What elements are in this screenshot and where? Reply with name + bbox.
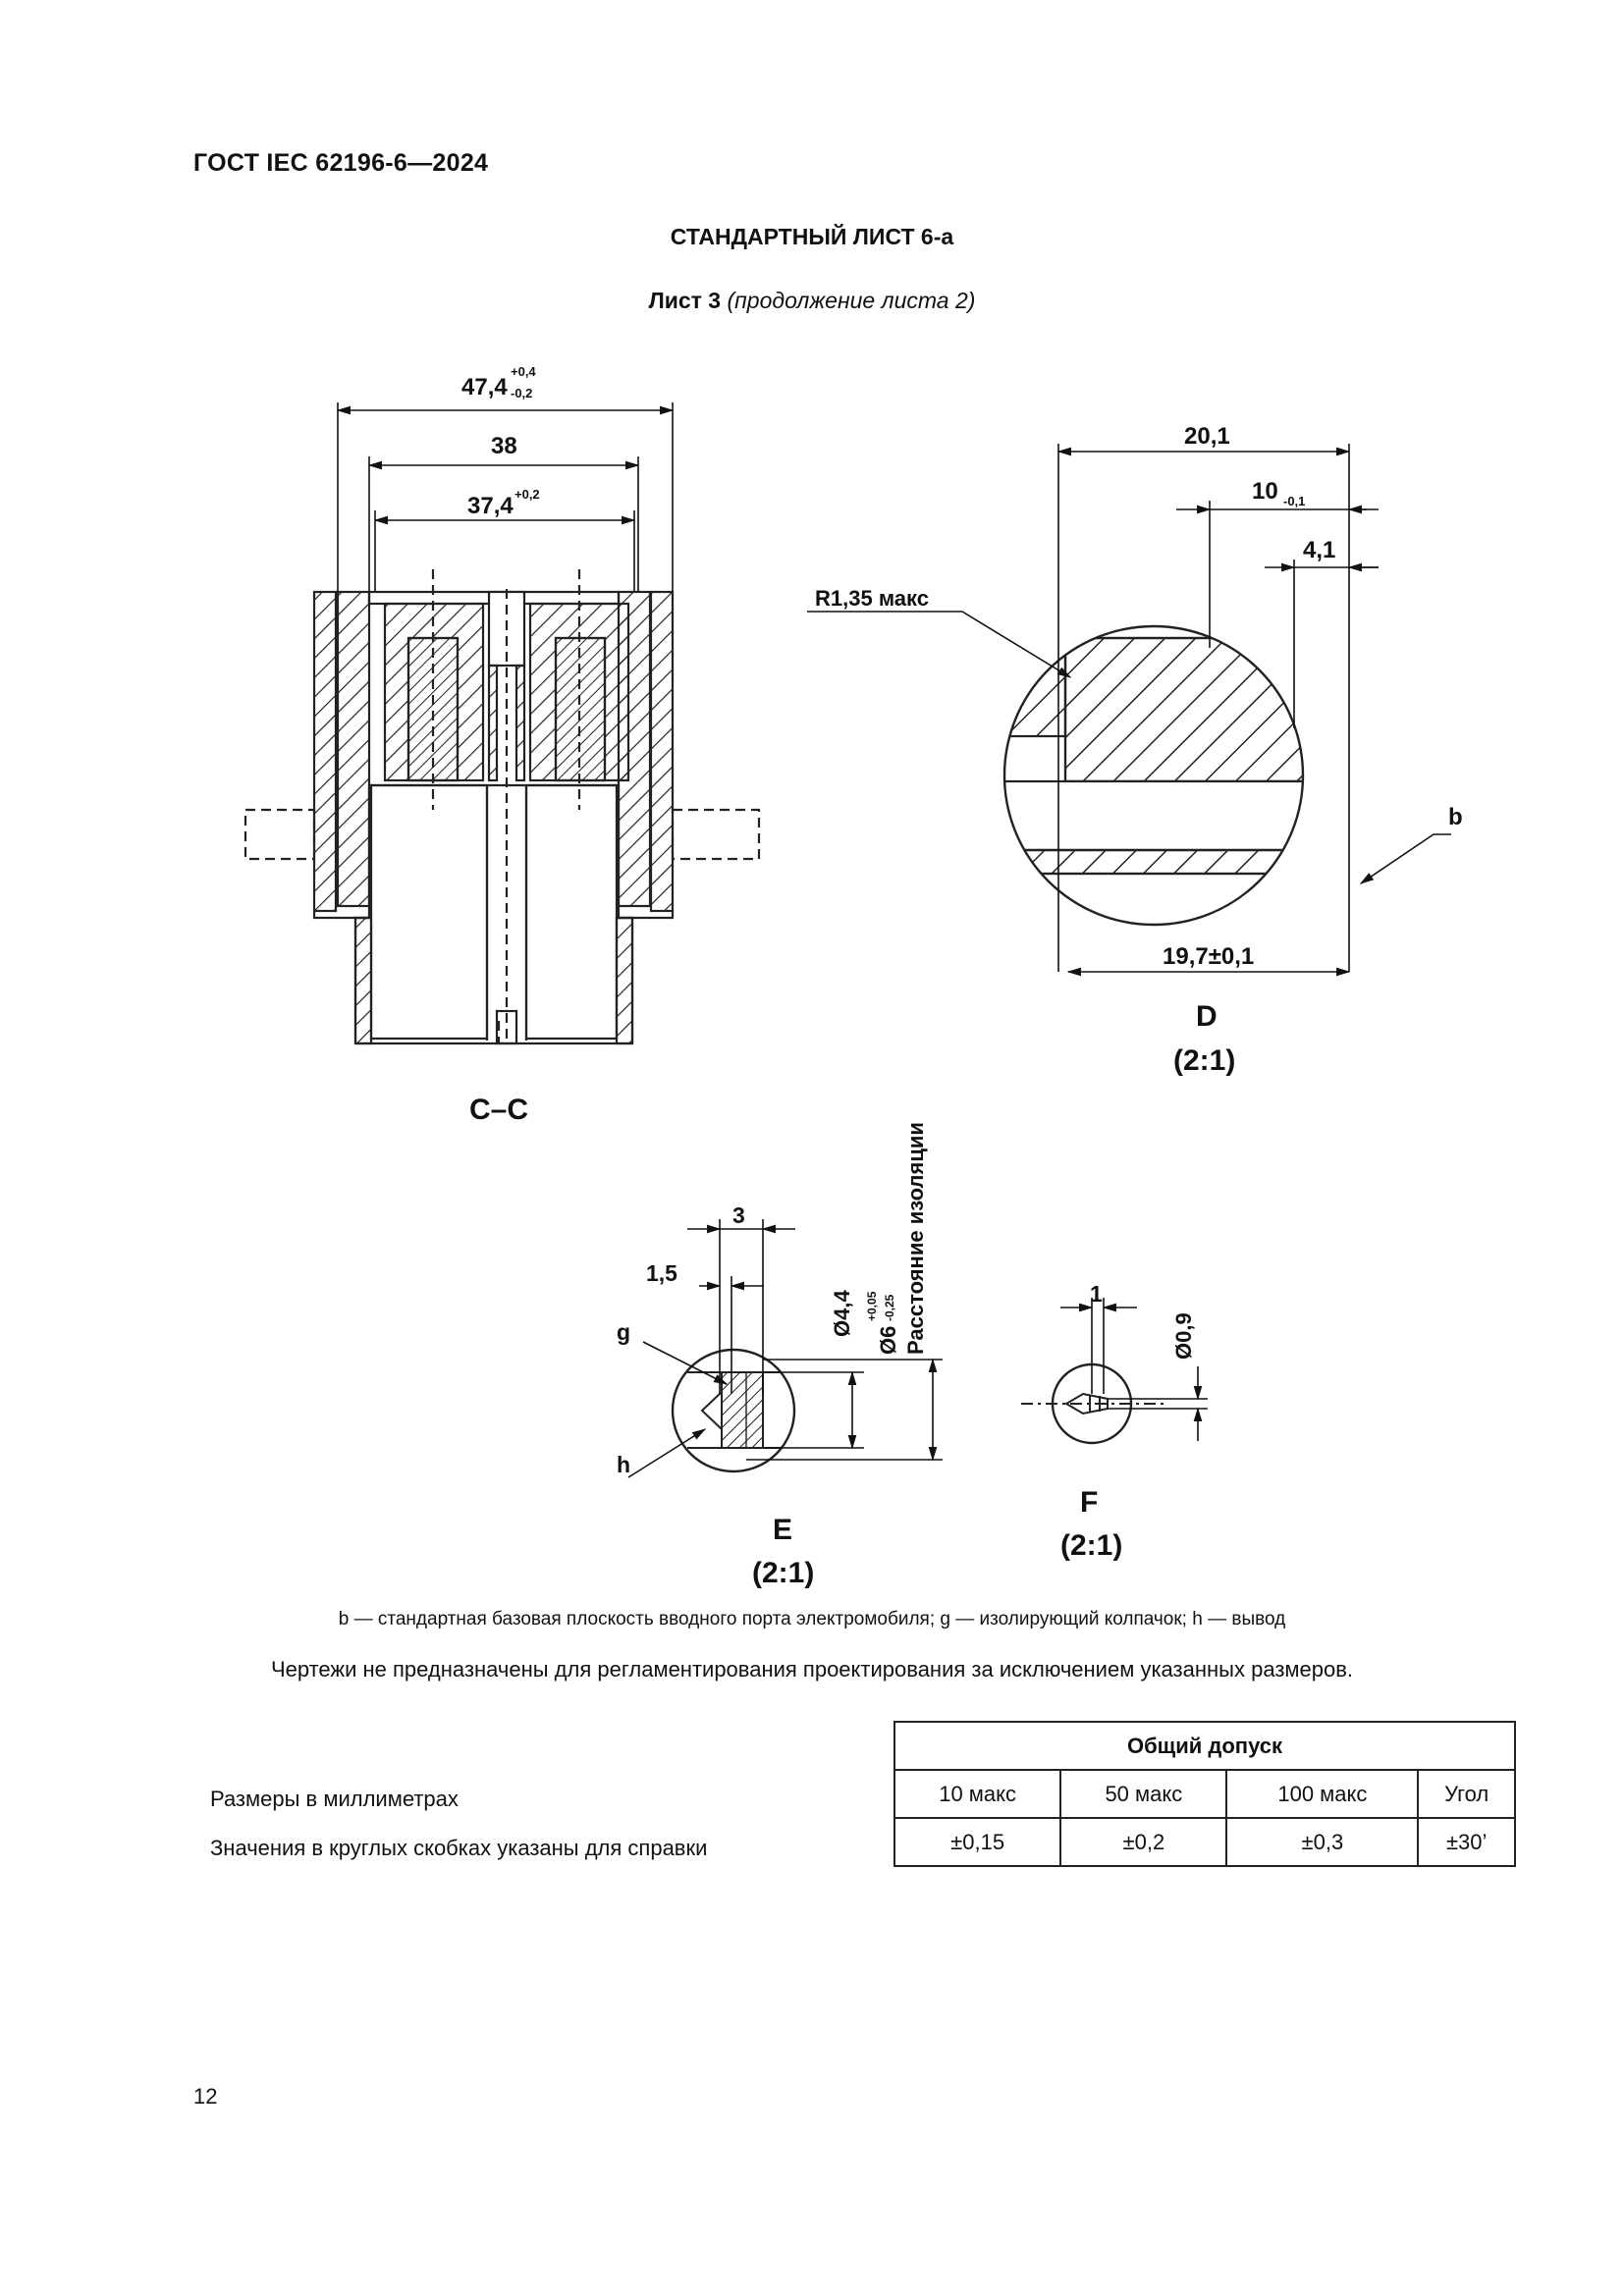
table-cell: ±0,2 xyxy=(1059,1817,1228,1867)
detail-f-dimensions xyxy=(1060,1298,1208,1441)
table-row: 10 макс 50 макс 100 макс Угол xyxy=(893,1769,1516,1819)
dim-inner: 37,4 xyxy=(467,493,514,519)
table-cell: Угол xyxy=(1417,1769,1516,1819)
drawing-note: Чертежи не предназначены для регламентир… xyxy=(270,1657,1354,1682)
reference-note: Значения в круглых скобках указаны для с… xyxy=(210,1836,708,1860)
page-number: 12 xyxy=(193,2084,218,2109)
table-title: Общий допуск xyxy=(893,1721,1516,1771)
dim-e-width3: 3 xyxy=(732,1202,745,1228)
detail-e-view xyxy=(671,1348,796,1473)
sheet-continuation: (продолжение листа 2) xyxy=(727,288,976,313)
detail-e-scale: (2:1) xyxy=(752,1557,814,1589)
detail-d-view xyxy=(1002,624,1305,927)
dim-outer-tol-upper: +0,4 xyxy=(511,364,536,379)
units-note: Размеры в миллиметрах xyxy=(210,1787,459,1811)
table-cell: ±0,3 xyxy=(1225,1817,1420,1867)
dim-d-top: 20,1 xyxy=(1184,423,1230,450)
legend-text: b — стандартная базовая плоскость вводно… xyxy=(338,1609,1286,1629)
detail-e-dimensions xyxy=(627,1219,943,1478)
dim-inner-tol: +0,2 xyxy=(514,487,540,502)
table-cell: 100 макс xyxy=(1225,1769,1420,1819)
dim-f-width1: 1 xyxy=(1090,1281,1103,1307)
sheet-title: СТАНДАРТНЫЙ ЛИСТ 6-а xyxy=(670,224,954,249)
detail-d-scale: (2:1) xyxy=(1173,1044,1235,1077)
detail-d-dimensions xyxy=(807,444,1451,977)
sheet-subtitle: Лист 3 (продолжение листа 2) xyxy=(0,288,1624,314)
section-cc-dimensions xyxy=(336,402,675,592)
section-cc-view xyxy=(244,569,761,1045)
dim-d-radius: R1,35 макс xyxy=(815,586,929,611)
dim-e-width15: 1,5 xyxy=(646,1260,677,1286)
callout-h: h xyxy=(617,1452,630,1477)
dim-outer-tol-lower: -0,2 xyxy=(511,386,532,400)
detail-d-label: D xyxy=(1196,1000,1218,1033)
dim-d-mid: 10 xyxy=(1252,478,1278,505)
table-header-row: Общий допуск xyxy=(893,1721,1516,1771)
dim-d-mid-tol: -0,1 xyxy=(1283,494,1305,508)
callout-g: g xyxy=(617,1319,630,1345)
standard-header: ГОСТ IEC 62196-6—2024 xyxy=(193,149,489,177)
dim-middle: 38 xyxy=(491,433,517,459)
insulation-distance-label: Расстояние изоляции xyxy=(903,1122,928,1355)
dim-f-dia09: Ø0,9 xyxy=(1171,1312,1196,1360)
technical-drawing: 47,4 +0,4 -0,2 38 37,4 +0,2 С–С xyxy=(244,364,1463,1589)
table-cell: 50 макс xyxy=(1059,1769,1228,1819)
table-cell: 10 макс xyxy=(893,1769,1062,1819)
table-row: ±0,15 ±0,2 ±0,3 ±30’ xyxy=(893,1817,1516,1867)
dim-e-dia6-tol-upper: +0,05 xyxy=(865,1291,879,1321)
callout-b: b xyxy=(1448,804,1463,830)
dim-e-dia44: Ø4,4 xyxy=(830,1290,854,1337)
table-cell: ±0,15 xyxy=(893,1817,1062,1867)
table-cell: ±30’ xyxy=(1417,1817,1516,1867)
section-cc-label: С–С xyxy=(469,1094,528,1126)
general-tolerance-table: Общий допуск 10 макс 50 макс 100 макс Уг… xyxy=(893,1721,1516,1867)
dim-e-dia6: Ø6 xyxy=(876,1326,900,1355)
dim-outer: 47,4 xyxy=(461,374,508,400)
dim-d-bottom: 19,7±0,1 xyxy=(1163,943,1254,970)
dim-e-dia6-tol-lower: -0,25 xyxy=(883,1294,896,1321)
detail-e-label: E xyxy=(773,1514,792,1546)
detail-f-label: F xyxy=(1080,1486,1098,1519)
dim-d-small: 4,1 xyxy=(1303,537,1335,563)
sheet-number: Лист 3 xyxy=(648,288,722,313)
detail-f-scale: (2:1) xyxy=(1060,1529,1122,1562)
